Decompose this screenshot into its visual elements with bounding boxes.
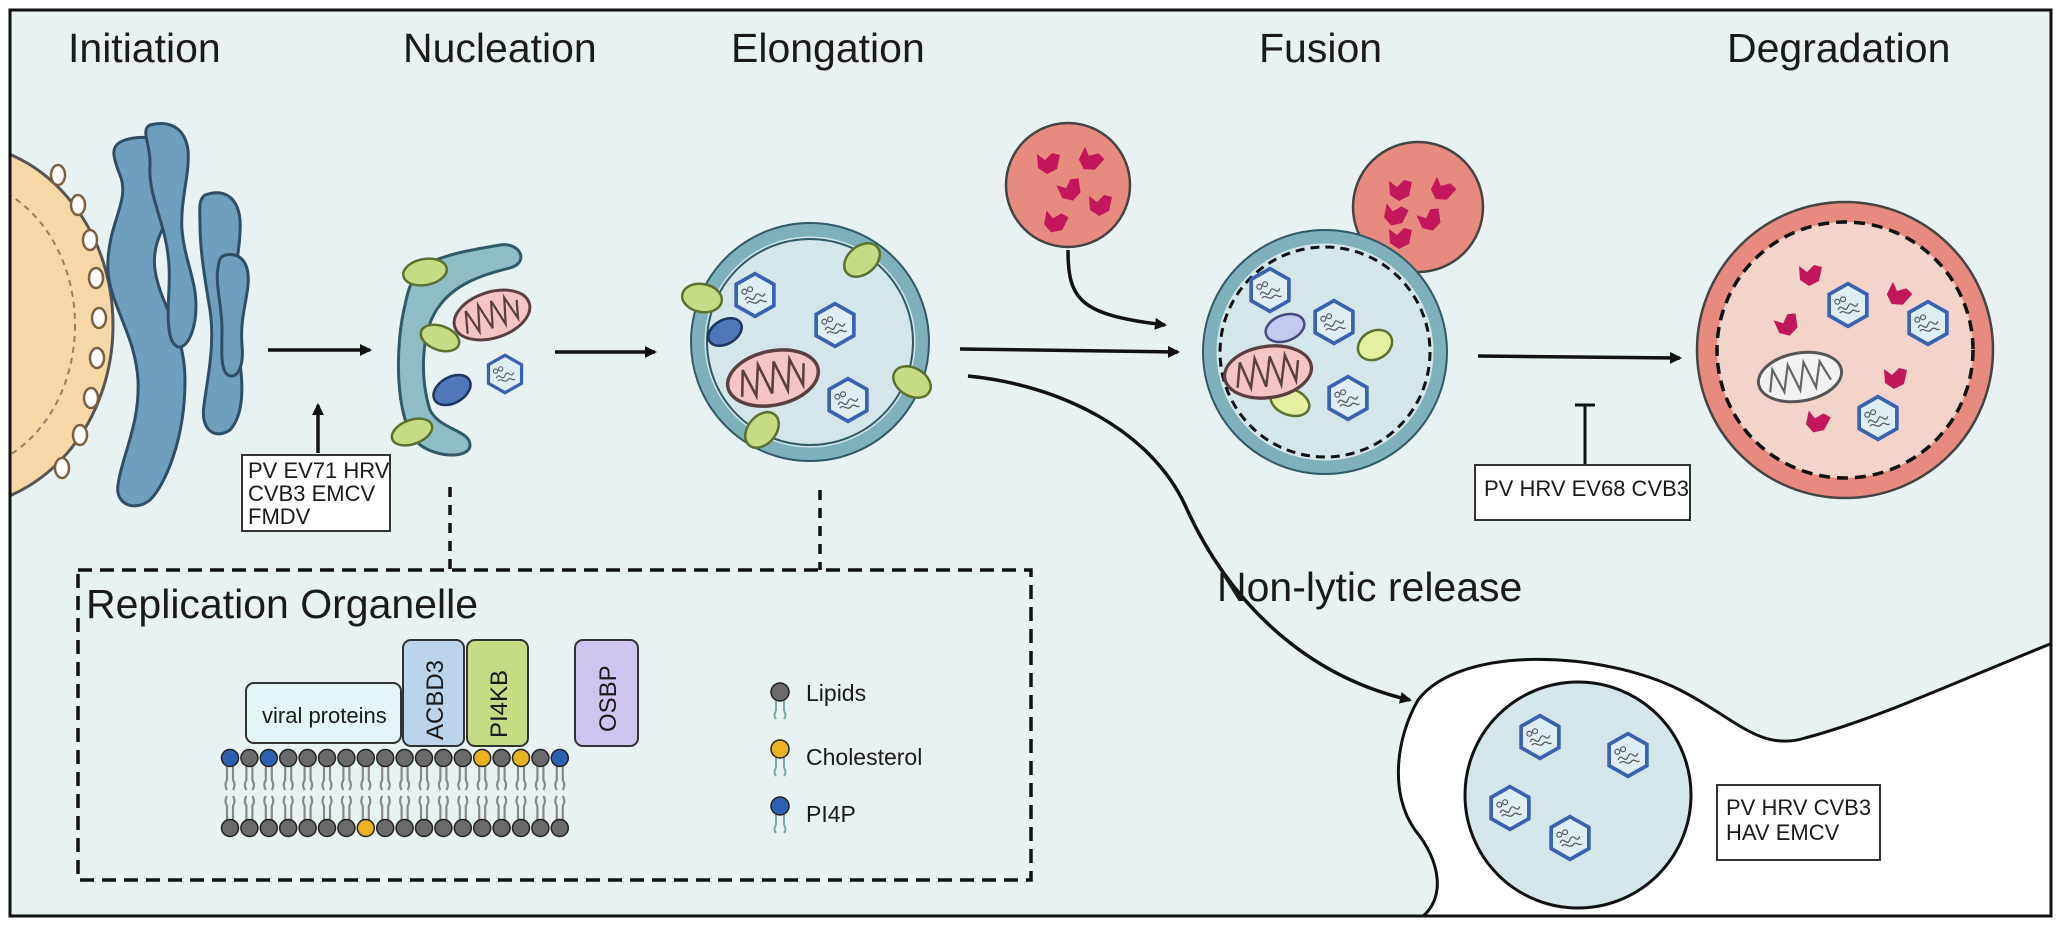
osbp-protein: OSBP <box>574 639 639 747</box>
lipid-head <box>453 748 473 768</box>
degradation-block-virus-box: PV HRV EV68 CVB3 <box>1474 464 1691 521</box>
release-virus-line-1: PV HRV CVB3 <box>1726 795 1871 820</box>
lipid-head <box>434 818 453 838</box>
golgi-apparatus <box>106 122 250 508</box>
figure-frame <box>8 8 2053 918</box>
lipid-head <box>337 818 356 838</box>
released-vesicle <box>1463 680 1693 910</box>
nucleus <box>10 152 115 498</box>
lipid-head <box>434 748 453 768</box>
lipid-head <box>511 748 531 768</box>
lipid-head <box>375 748 395 768</box>
lipid-head <box>531 748 550 768</box>
lipid-head <box>531 818 550 838</box>
non-lytic-release-label: Non-lytic release <box>1217 564 1522 610</box>
connector-lines <box>448 487 822 570</box>
amphisome <box>1202 229 1448 475</box>
flow-arrows <box>268 249 1682 704</box>
lipid-head <box>395 748 414 768</box>
lipid-head <box>337 748 356 768</box>
initiation-virus-line-1: PV EV71 HRV <box>248 458 390 483</box>
degradation-block-virus-line: PV HRV EV68 CVB3 <box>1484 476 1689 501</box>
lipid-head <box>472 818 492 838</box>
arrow-lysosome-to-fusion <box>1066 249 1167 330</box>
lipid-head <box>356 818 376 838</box>
lipid-head <box>550 748 570 768</box>
lipid-head <box>317 818 337 838</box>
lipid-head <box>375 818 395 838</box>
lipid-head <box>453 818 473 838</box>
legend-cholesterol: Cholesterol <box>770 739 922 777</box>
release-virus-box: PV HRV CVB3 HAV EMCV <box>1716 784 1881 861</box>
lipid-head <box>472 748 492 768</box>
pi4kb-protein: PI4KB <box>466 639 529 747</box>
lipid-head <box>511 818 531 838</box>
stage-title-initiation: Initiation <box>68 25 221 71</box>
legend-lipids-label: Lipids <box>806 680 866 706</box>
lipid-head <box>395 818 414 838</box>
stage-title-nucleation: Nucleation <box>403 25 597 71</box>
lipid-head <box>414 748 434 768</box>
degradation-inhibition <box>1575 403 1595 465</box>
osbp-label: OSBP <box>595 665 622 732</box>
legend-cholesterol-label: Cholesterol <box>806 744 922 770</box>
lipid-head <box>414 818 434 838</box>
lipid-head <box>259 748 279 768</box>
autophagosome <box>680 222 932 462</box>
lipid-head <box>278 818 298 838</box>
lipid-head <box>356 748 376 768</box>
lipid-head <box>259 818 279 838</box>
replication-organelle-title: Replication Organelle <box>86 581 478 627</box>
legend-lipids: Lipids <box>770 680 866 720</box>
legend: Lipids Cholesterol PI4P <box>770 680 922 834</box>
lipid-head <box>298 748 317 768</box>
arrow-fusion-to-degradation <box>1477 351 1682 364</box>
lipid-head <box>550 818 570 838</box>
stage-title-degradation: Degradation <box>1727 25 1950 71</box>
lipid-head <box>278 748 298 768</box>
initiation-virus-line-3: FMDV <box>248 504 311 529</box>
legend-pi4p: PI4P <box>770 796 856 834</box>
viral-proteins-label: viral proteins <box>262 703 387 728</box>
lipid-head <box>317 748 337 768</box>
lipid-head <box>220 748 240 768</box>
legend-pi4p-label: PI4P <box>806 801 856 827</box>
lipid-head <box>220 818 240 838</box>
phagophore <box>390 243 538 457</box>
membrane-bilayer <box>220 748 570 838</box>
acbd3-label: ACBD3 <box>422 660 449 740</box>
stage-title-fusion: Fusion <box>1259 25 1382 71</box>
acbd3-protein: ACBD3 <box>402 639 465 747</box>
autolysosome <box>1695 200 1995 500</box>
initiation-virus-line-2: CVB3 EMCV <box>248 481 375 506</box>
lipid-head <box>240 818 259 838</box>
arrow-non-lytic-release <box>967 374 1412 704</box>
lysosome-top <box>1004 121 1132 249</box>
lipid-head <box>240 748 259 768</box>
lipid-head <box>492 748 511 768</box>
initiation-virus-box: PV EV71 HRV CVB3 EMCV FMDV <box>241 454 391 532</box>
stage-title-elongation: Elongation <box>731 25 925 71</box>
release-virus-line-2: HAV EMCV <box>1726 820 1840 845</box>
lipid-head <box>298 818 317 838</box>
replication-organelle-panel: Replication Organelle viral proteins ACB… <box>76 568 1033 882</box>
pi4kb-label: PI4KB <box>486 670 513 738</box>
arrow-elongation-to-fusion <box>959 345 1180 358</box>
lipid-head <box>492 818 511 838</box>
viral-proteins-block: viral proteins <box>245 682 402 744</box>
